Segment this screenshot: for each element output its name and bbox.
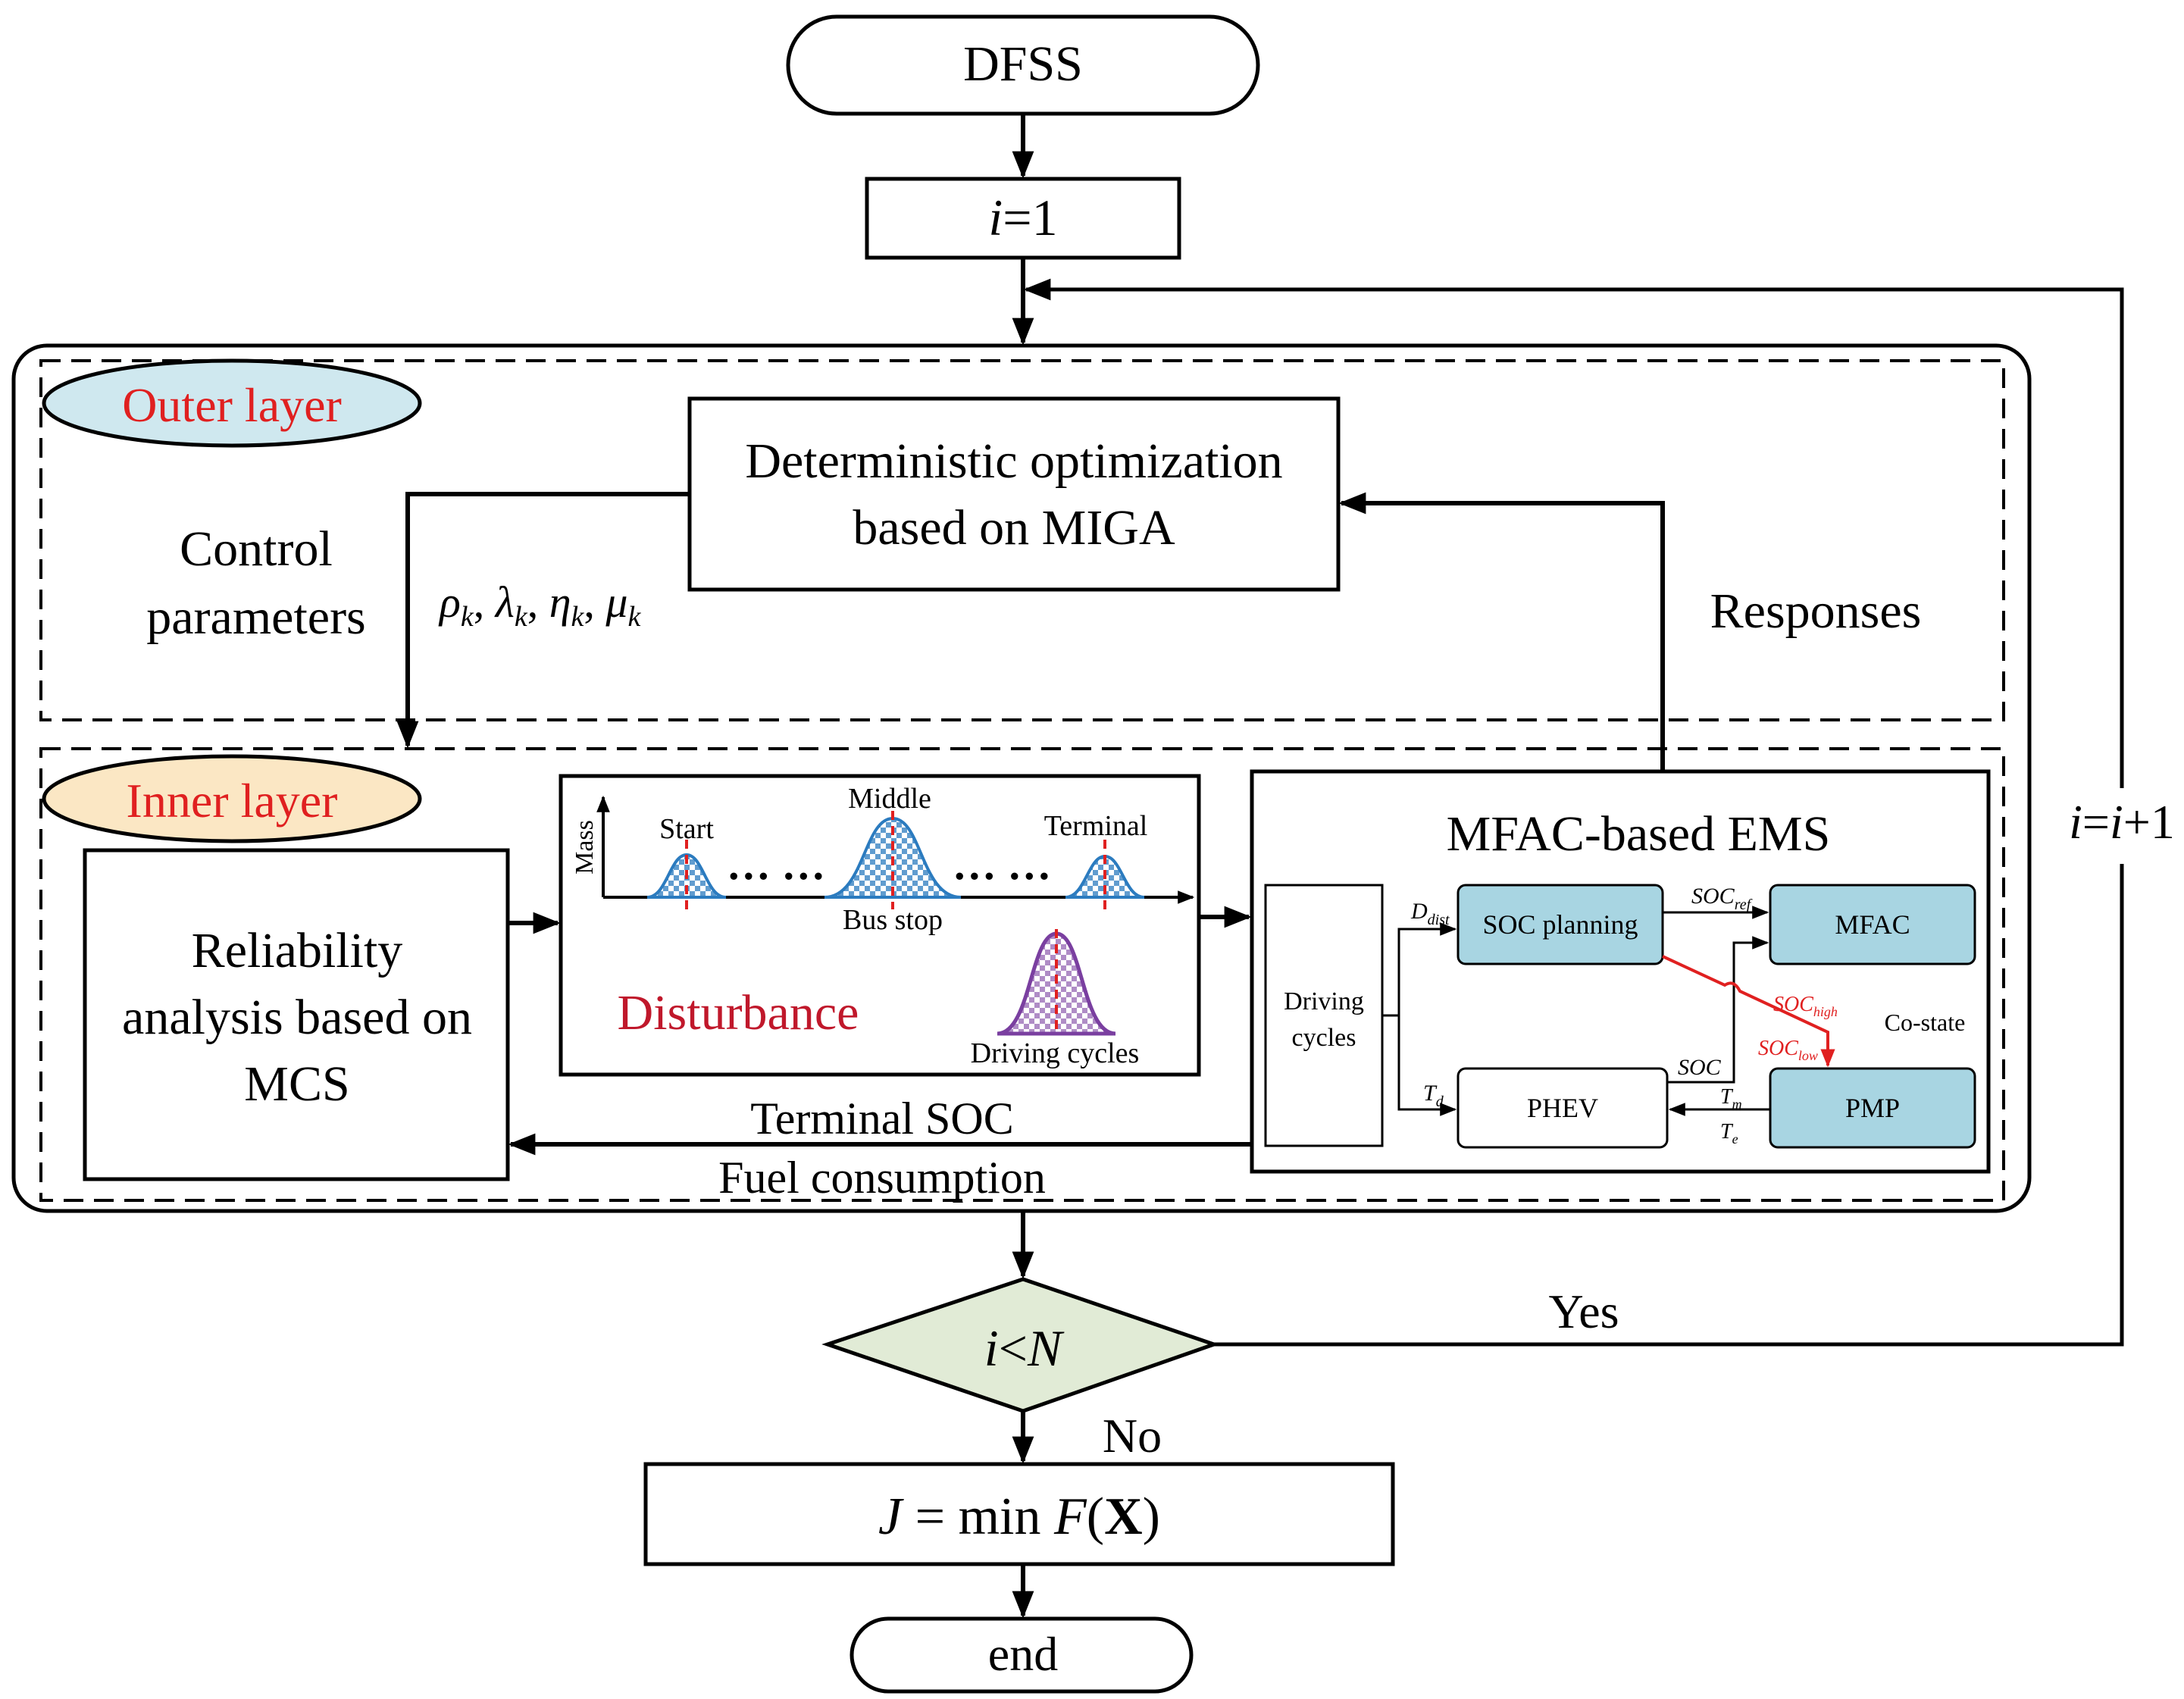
terminal-soc-label: Terminal SOC [750,1094,1013,1144]
inner-layer-frame [39,747,2005,1202]
disturbance-terminal-label: Terminal [1044,810,1148,842]
arrow-d-dist [1382,922,1457,1017]
t-e-label: Te [1720,1120,1738,1147]
outer-layer-badge-label: Outer layer [122,378,342,432]
d-dist-label: Ddist [1410,899,1450,928]
soc-high-label: SOChigh [1773,993,1838,1019]
objective-box [643,1462,1395,1566]
end-label: end [988,1627,1058,1681]
arrow-t-d [1397,1015,1457,1116]
outer-layer-frame [39,359,2005,721]
reliability-line2: analysis based on [122,990,472,1045]
soc-label: SOC [1678,1055,1722,1080]
ems-driving-cycles-line2: cycles [1292,1024,1356,1052]
soc-planning-block [1457,884,1664,965]
disturbance-dots-2: … … [953,840,1052,889]
arrow-soc-feedback [1667,936,1769,1084]
reliability-line3: MCS [244,1056,349,1112]
fuel-consumption-label: Fuel consumption [718,1153,1046,1203]
pmp-block [1769,1067,1976,1149]
gaussian-driving-cycles-icon [997,929,1116,1036]
decision-no-label: No [1103,1409,1162,1463]
inner-layer-badge [42,754,422,843]
control-params-line2: parameters [146,590,366,645]
loop-label-bg [2051,788,2184,864]
ems-driving-cycles-line1: Driving [1284,987,1364,1015]
ems-driving-cycles-box [1264,884,1384,1147]
gaussian-start-icon [646,840,727,909]
responses-label: Responses [1710,584,1922,639]
start-label: DFSS [963,36,1083,92]
decision-label: i<N [984,1319,1065,1377]
reliability-box [83,848,510,1181]
gaussian-terminal-icon [1065,840,1145,909]
params-list: ρk, λk, ηk, μk [438,577,642,633]
disturbance-middle-label: Middle [848,783,931,815]
phev-block [1457,1067,1669,1149]
co-state-label: Co-state [1885,1009,1966,1036]
gaussian-middle-icon [824,811,962,909]
control-params-line1: Control [180,521,333,577]
t-d-label: Td [1423,1081,1444,1110]
init-box [865,177,1181,260]
soc-ref-label: SOCref [1691,884,1753,913]
arrow-control-params [396,492,690,749]
disturbance-bus-stop-label: Bus stop [843,904,943,936]
disturbance-start-label: Start [659,813,714,845]
arrow-soc-bounds [1662,955,1835,1068]
optimizer-box [687,396,1341,592]
phev-label: PHEV [1527,1093,1598,1123]
end-terminator [850,1616,1194,1694]
mfac-label: MFAC [1835,909,1910,940]
pmp-label: PMP [1845,1093,1900,1123]
reliability-line1: Reliability [192,923,403,978]
objective-label: J = min F(X) [878,1488,1160,1546]
disturbance-axis-label: Mass [571,820,599,875]
loop-label: i=i+1 [2069,795,2175,849]
soc-low-label: SOClow [1758,1037,1818,1063]
optimizer-line2: based on MIGA [853,500,1175,555]
outer-layer-badge [42,358,422,448]
mfac-block [1769,884,1976,965]
disturbance-driving-cycles-label: Driving cycles [971,1037,1140,1069]
decision-yes-label: Yes [1548,1284,1619,1338]
optimizer-line1: Deterministic optimization [745,433,1282,489]
disturbance-dots-1: … … [727,840,826,889]
ems-title: MFAC-based EMS [1447,806,1831,862]
disturbance-title: Disturbance [618,985,859,1040]
soc-planning-label: SOC planning [1482,909,1638,940]
t-m-label: Tm [1720,1085,1742,1112]
arrow-responses [1338,492,1665,774]
init-label: i=1 [988,189,1057,246]
inner-layer-badge-label: Inner layer [127,774,338,828]
